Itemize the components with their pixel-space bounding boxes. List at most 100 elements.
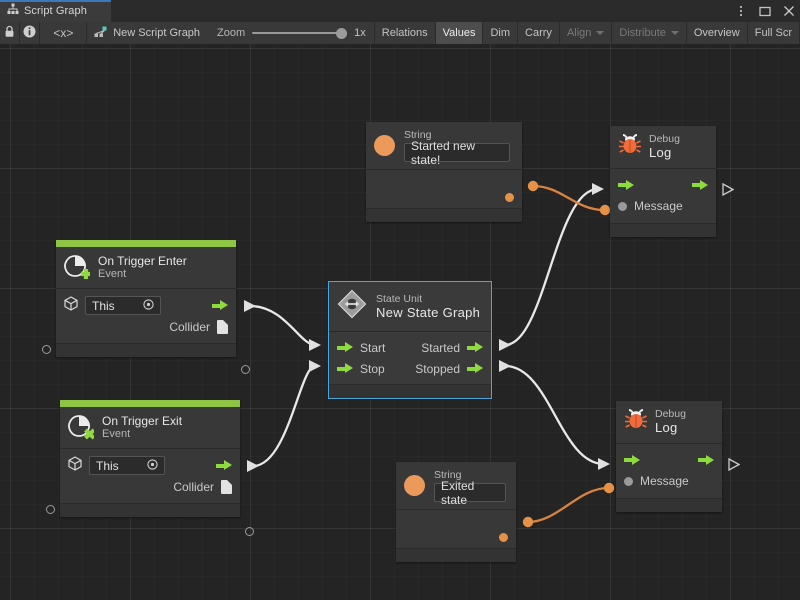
- debug-log-top-flow-out-connector[interactable]: [722, 182, 735, 201]
- flow-input-arrow-icon[interactable]: [618, 179, 634, 191]
- maximize-icon[interactable]: [758, 4, 772, 18]
- message-port[interactable]: Message: [624, 474, 689, 488]
- string-orange-circle-icon: [374, 135, 395, 157]
- toolbar-button-align[interactable]: Align: [560, 22, 613, 44]
- target-input[interactable]: This: [68, 455, 165, 476]
- message-input-dot-icon[interactable]: [618, 201, 627, 211]
- window-controls: [734, 0, 796, 22]
- toolbar-button-values[interactable]: Values: [435, 22, 484, 44]
- event-enter-icon: [64, 254, 91, 281]
- lock-toggle-button[interactable]: [0, 22, 21, 44]
- flow-output-arrow-icon[interactable]: [216, 460, 232, 471]
- flow-row: [624, 450, 714, 471]
- node-string-top[interactable]: String Started new state!: [366, 122, 522, 223]
- collider-output-port[interactable]: Collider: [173, 479, 232, 494]
- start-input-port[interactable]: Start: [337, 341, 385, 355]
- state-diamond-icon: [337, 289, 367, 324]
- node-body: Start Started Stop Stopped: [329, 332, 491, 384]
- flow-output[interactable]: [212, 300, 228, 311]
- on-trigger-enter-target-connector[interactable]: [42, 345, 51, 354]
- stopped-output-port[interactable]: Stopped: [415, 362, 483, 376]
- code-view-button[interactable]: <x>: [40, 22, 88, 44]
- node-body: This: [60, 449, 240, 503]
- toolbar-button-carry[interactable]: Carry: [518, 22, 560, 44]
- node-header: On Trigger Exit Event: [60, 407, 240, 450]
- message-port[interactable]: Message: [618, 199, 683, 213]
- on-trigger-exit-target-connector[interactable]: [46, 505, 55, 514]
- event-accent-bar: [60, 400, 240, 407]
- string-output-port[interactable]: [505, 193, 514, 203]
- flow-input-arrow-icon[interactable]: [337, 363, 353, 374]
- node-titles: On Trigger Exit Event: [102, 414, 182, 441]
- zoom-slider-knob[interactable]: [336, 27, 348, 39]
- tab-label: Script Graph: [24, 5, 87, 17]
- node-string-bottom[interactable]: String Exited state: [396, 462, 516, 563]
- flow-input-arrow-icon[interactable]: [337, 342, 353, 353]
- graph-name-label: New Script Graph: [113, 27, 201, 39]
- string-value-input[interactable]: Started new state!: [404, 139, 510, 167]
- node-titles: String Exited state: [434, 469, 506, 507]
- toolbar-button-relations[interactable]: Relations: [375, 22, 436, 44]
- target-circle-icon[interactable]: [147, 458, 158, 473]
- node-body: Message: [610, 169, 716, 223]
- graph-toolbar: <x> New Script Graph Zoom 1x Relations: [0, 22, 800, 45]
- target-object-field[interactable]: This: [89, 456, 165, 476]
- cube-icon: [68, 455, 82, 476]
- zoom-value: 1x: [354, 27, 366, 39]
- on-trigger-exit-collider-connector[interactable]: [245, 527, 254, 536]
- node-body: [366, 170, 522, 208]
- script-graph-asset-icon: [94, 26, 107, 41]
- toolbar-button-distribute[interactable]: Distribute: [612, 22, 687, 44]
- node-body: [396, 510, 516, 548]
- stop-label: Stop: [360, 361, 385, 376]
- node-on-trigger-enter[interactable]: On Trigger Enter Event This: [56, 240, 236, 358]
- message-label: Message: [634, 199, 683, 214]
- node-debug-log-top[interactable]: Debug Log Message: [610, 126, 716, 237]
- target-input[interactable]: This: [64, 295, 161, 316]
- debug-log-bottom-flow-out-connector[interactable]: [728, 457, 741, 476]
- node-debug-log-bottom[interactable]: Debug Log Message: [616, 401, 722, 512]
- toolbar-button-dim[interactable]: Dim: [483, 22, 519, 44]
- node-titles: String Started new state!: [404, 129, 510, 167]
- toolbar-button-distribute-label: Distribute: [619, 27, 666, 39]
- flow-output-arrow-icon[interactable]: [698, 454, 714, 466]
- node-header: String Started new state!: [366, 122, 522, 171]
- collider-output-port[interactable]: Collider: [169, 319, 228, 334]
- flow-output-arrow-icon[interactable]: [692, 179, 708, 191]
- graph-name-field[interactable]: New Script Graph: [87, 22, 209, 44]
- zoom-slider[interactable]: [252, 27, 348, 39]
- target-circle-icon[interactable]: [143, 298, 154, 313]
- message-input-dot-icon[interactable]: [624, 476, 633, 486]
- flow-input-arrow-icon[interactable]: [624, 454, 640, 466]
- overflow-menu-icon[interactable]: [734, 4, 748, 18]
- document-icon: [217, 319, 228, 334]
- node-titles: On Trigger Enter Event: [98, 254, 187, 281]
- string-output-port[interactable]: [499, 533, 508, 543]
- node-state-unit[interactable]: State Unit New State Graph Start Started: [328, 281, 492, 399]
- tab-script-graph[interactable]: Script Graph: [0, 0, 111, 22]
- stop-input-port[interactable]: Stop: [337, 362, 385, 376]
- node-footer: [56, 343, 236, 358]
- hierarchy-icon: [7, 2, 19, 20]
- collider-row: Collider: [68, 476, 232, 497]
- node-body: This: [56, 289, 236, 343]
- close-icon[interactable]: [782, 4, 796, 18]
- graph-canvas[interactable]: String Started new state!: [0, 44, 800, 600]
- info-button[interactable]: [20, 22, 41, 44]
- flow-output-arrow-icon[interactable]: [467, 342, 483, 353]
- node-subtitle: Log: [649, 145, 672, 161]
- zoom-control[interactable]: Zoom 1x: [209, 22, 375, 44]
- node-subtitle: New State Graph: [376, 305, 481, 321]
- target-object-field[interactable]: This: [85, 296, 161, 316]
- toolbar-button-fullscreen[interactable]: Full Scr: [748, 22, 800, 44]
- string-value-input[interactable]: Exited state: [434, 479, 506, 507]
- node-on-trigger-exit[interactable]: On Trigger Exit Event This: [60, 400, 240, 518]
- flow-output[interactable]: [216, 460, 232, 471]
- toolbar-button-overview[interactable]: Overview: [687, 22, 748, 44]
- code-brackets-icon: <x>: [53, 26, 74, 40]
- node-header: Debug Log: [610, 126, 716, 169]
- started-output-port[interactable]: Started: [421, 341, 483, 355]
- flow-output-arrow-icon[interactable]: [467, 363, 483, 374]
- on-trigger-enter-collider-connector[interactable]: [241, 365, 250, 374]
- flow-output-arrow-icon[interactable]: [212, 300, 228, 311]
